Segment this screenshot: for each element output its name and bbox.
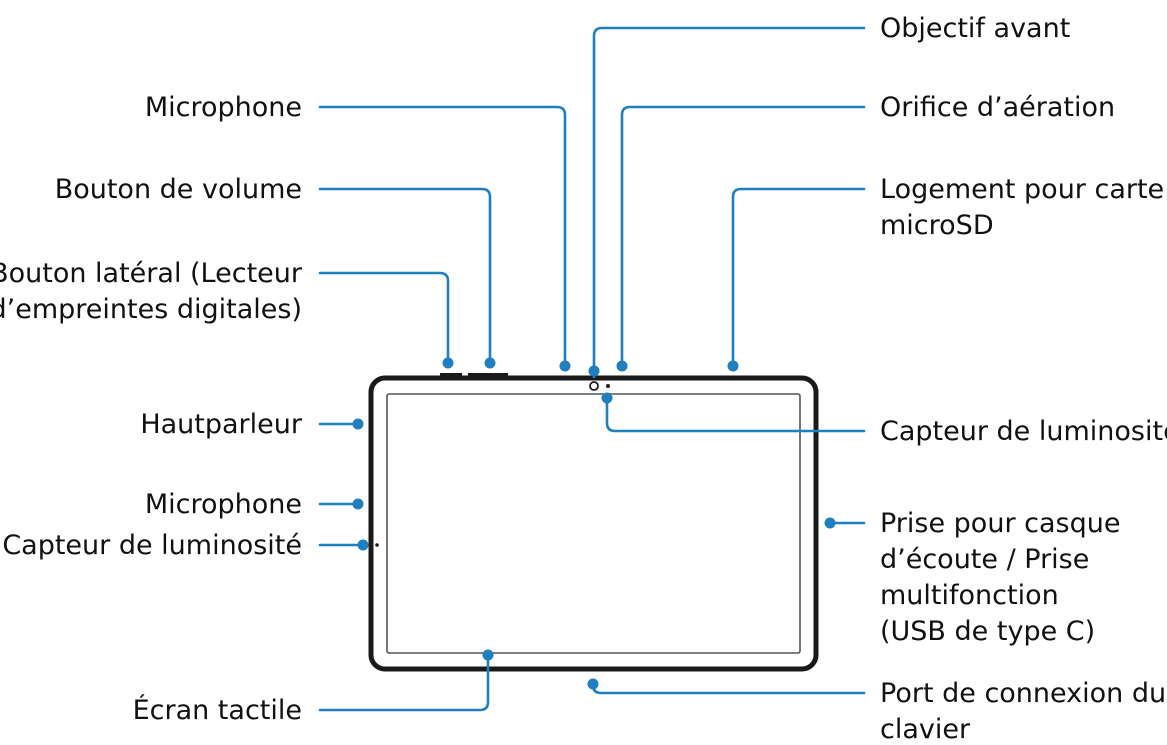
dot-light-sensor-left [357,539,369,551]
dot-microphone-left [352,498,364,510]
front-camera-lens [589,381,599,391]
label-touchscreen: Écran tactile [133,694,302,726]
dot-vent [616,360,628,372]
tablet-device [368,373,819,672]
dot-front-camera [588,365,600,377]
tablet-screen-outline [386,393,801,654]
label-front-camera: Objectif avant [880,13,1070,44]
light-sensor-dot [606,384,610,388]
label-microphone-left: Microphone [145,489,302,520]
dot-microphone-top [559,360,571,372]
dot-light-sensor-right [601,392,613,404]
labels-right: Objectif avant Orifice d’aération Logeme… [880,13,1167,745]
leader-vent [620,105,866,368]
left-light-sensor-dot [375,543,379,547]
leader-microsd [731,187,866,368]
label-microsd-line1: Logement pour carte [880,174,1164,205]
volume-button-shape [468,373,508,378]
leader-dots [352,357,836,690]
dot-speaker [352,418,364,430]
label-jack-line2: d’écoute / Prise [880,544,1089,575]
label-keyboard-line1: Port de connexion du [880,678,1166,709]
dot-microsd [727,360,739,372]
label-microsd-line2: microSD [880,210,994,241]
leader-side-button [318,271,450,365]
dot-touchscreen [482,649,494,661]
dot-keyboard-port [587,678,599,690]
label-vent: Orifice d’aération [880,92,1115,123]
label-light-sensor-right: Capteur de luminosité [880,416,1167,447]
label-jack-line1: Prise pour casque [880,508,1120,539]
label-keyboard-line2: clavier [880,714,971,745]
leader-microphone-top [318,105,567,368]
labels-left: Microphone Bouton de volume Bouton latér… [0,92,303,726]
leader-light-sensor-right [605,396,866,433]
leader-touchscreen [318,653,490,712]
label-volume-button: Bouton de volume [55,174,302,205]
dot-volume-button [484,357,496,369]
label-side-button-line1: Bouton latéral (Lecteur [0,258,303,289]
label-side-button-line2: d’empreintes digitales) [0,294,302,325]
label-jack-line3: multifonction [880,580,1059,611]
dot-jack [824,517,836,529]
label-speaker: Hautparleur [140,409,303,440]
leader-keyboard-port [591,682,866,695]
label-jack-line4: (USB de type C) [880,616,1095,647]
label-light-sensor-left: Capteur de luminosité [2,530,302,561]
leader-volume-button [318,187,492,365]
side-button-shape [440,373,462,378]
leader-front-camera [592,26,866,379]
label-microphone-top: Microphone [145,92,302,123]
dot-side-button [442,357,454,369]
leader-lines [318,26,866,712]
